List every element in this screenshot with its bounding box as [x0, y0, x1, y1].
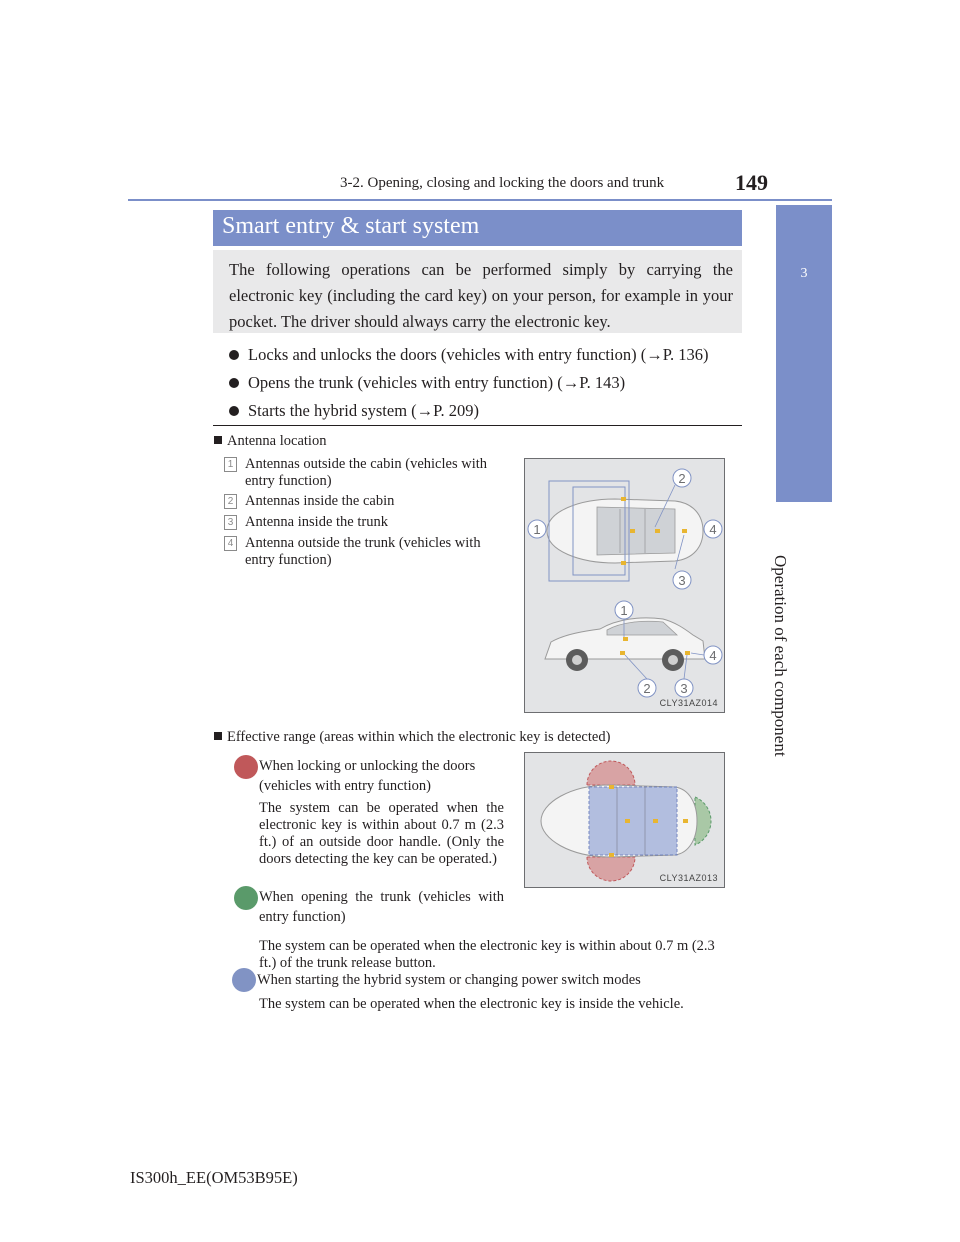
range-item-title: When locking or unlocking the doors (veh… [259, 758, 476, 794]
figure-code: CLY31AZ014 [659, 698, 718, 708]
chapter-label: Operation of each component [771, 555, 790, 757]
list-item: Locks and unlocks the doors (vehicles wi… [228, 344, 748, 372]
door-range-icon [234, 755, 258, 779]
intro-box [213, 250, 742, 333]
feature-list: Locks and unlocks the doors (vehicles wi… [228, 344, 748, 428]
cabin-range-icon [232, 968, 256, 992]
section-title: 3-2. Opening, closing and locking the do… [340, 175, 665, 191]
range-item-text: The system can be operated when the elec… [259, 938, 715, 971]
intro-text: The following operations can be performe… [229, 260, 733, 331]
bullet-icon [229, 406, 239, 416]
callout-label: 2 [643, 681, 650, 696]
footer-code: IS300h_EE(OM53B95E) [130, 1168, 298, 1187]
header-rule [128, 199, 832, 201]
car-top-view [546, 480, 704, 582]
page-title: Smart entry & start system [222, 213, 480, 239]
callout-label: 1 [620, 603, 627, 618]
chapter-number: 3 [800, 266, 808, 281]
trunk-range-icon [234, 886, 258, 910]
callout-label: 4 [709, 522, 716, 537]
callout-label: 4 [709, 648, 716, 663]
range-item-title: When starting the hybrid system or chang… [257, 972, 641, 988]
range-diagram [540, 760, 712, 882]
bullet-icon [229, 378, 239, 388]
square-bullet-icon [214, 732, 222, 740]
section-divider [213, 425, 742, 426]
antenna-diagram: 1 2 3 4 1 2 3 4 [527, 468, 723, 698]
antenna-heading: Antenna location [214, 433, 326, 450]
page-number: 149 [735, 170, 768, 195]
car-side-view [544, 617, 706, 671]
callout-label: 3 [678, 573, 685, 588]
bullet-icon [229, 350, 239, 360]
callout-label: 3 [680, 681, 687, 696]
callout-label: 1 [533, 522, 540, 537]
range-item-text: The system can be operated when the elec… [259, 996, 684, 1012]
range-item-title: When opening the trunk (vehicles with en… [259, 889, 504, 925]
range-figure: CLY31AZ013 [524, 752, 725, 888]
title-bar [213, 210, 742, 246]
callout-label: 2 [678, 471, 685, 486]
square-bullet-icon [214, 436, 222, 444]
list-item: Opens the trunk (vehicles with entry fun… [228, 372, 748, 400]
list-item: Starts the hybrid system (→P. 209) [228, 400, 748, 428]
chapter-tab [776, 205, 832, 502]
range-item-text: The system can be operated when the elec… [259, 800, 504, 867]
figure-code: CLY31AZ013 [659, 873, 718, 883]
antenna-figure: 1 2 3 4 1 2 3 4 CLY31AZ014 [524, 458, 725, 713]
range-heading: Effective range (areas within which the … [214, 729, 610, 746]
